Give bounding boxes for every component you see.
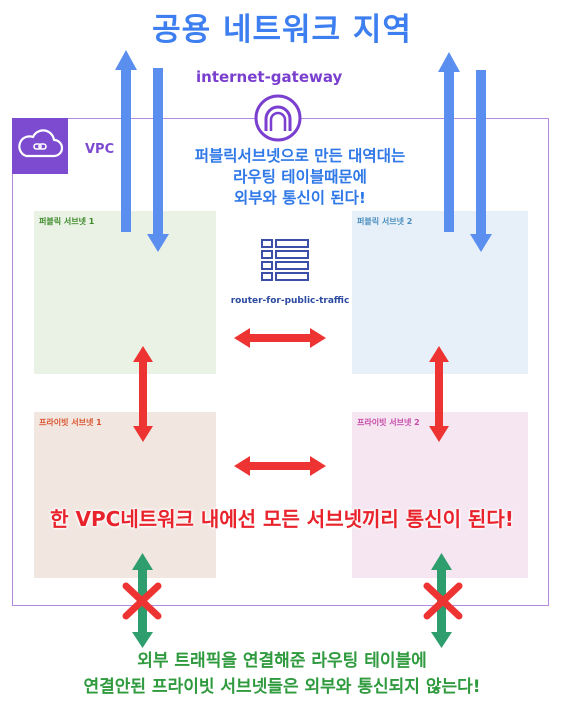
vpc-cloud-icon xyxy=(12,118,68,174)
internal-communication-note: 한 VPC네트워크 내에선 모든 서브넷끼리 통신이 된다! xyxy=(50,507,514,531)
router-label: router-for-public-traffic xyxy=(230,296,350,306)
public-note-line-1: 퍼블릭서브넷으로 만든 대역대는 xyxy=(194,147,406,165)
private-subnet-1: 프라이빗 서브넷 1 xyxy=(34,412,216,578)
internet-arrow-right-down xyxy=(470,70,492,252)
public-subnet-1-label: 퍼블릭 서브넷 1 xyxy=(39,217,95,226)
internal-arrow-bottom-horizontal xyxy=(234,456,326,476)
public-subnet-2: 퍼블릭 서브넷 2 xyxy=(352,211,528,374)
route-table-icon xyxy=(261,239,309,281)
blocked-mark-right xyxy=(423,582,463,620)
private-note-line-2: 연결안된 프라이빗 서브넷들은 외부와 통신되지 않는다! xyxy=(83,677,481,697)
internal-arrow-top-horizontal xyxy=(234,328,326,348)
internet-gateway-label: internet-gateway xyxy=(196,68,343,86)
public-note-line-2: 라우팅 테이블때문에 xyxy=(233,168,367,186)
private-subnet-2-label: 프라이빗 서브넷 2 xyxy=(357,418,420,427)
internal-arrow-left-vertical xyxy=(133,346,153,442)
private-subnet-1-label: 프라이빗 서브넷 1 xyxy=(39,418,102,427)
internal-arrow-right-vertical xyxy=(429,346,449,442)
public-subnet-2-label: 퍼블릭 서브넷 2 xyxy=(357,217,413,226)
public-subnet-1: 퍼블릭 서브넷 1 xyxy=(34,211,216,374)
vpc-label: VPC xyxy=(85,142,115,157)
blocked-mark-left xyxy=(122,582,162,620)
internet-arrow-right-up xyxy=(438,52,460,232)
internet-arrow-left-up xyxy=(115,50,137,232)
public-note-line-3: 외부와 통신이 된다! xyxy=(234,189,366,207)
private-subnet-note: 외부 트래픽을 연결해준 라우팅 테이블에 연결안된 프라이빗 서브넷들은 외부… xyxy=(0,648,564,700)
private-note-line-1: 외부 트래픽을 연결해준 라우팅 테이블에 xyxy=(137,651,427,671)
internet-gateway-icon xyxy=(254,94,302,142)
public-subnet-note: 퍼블릭서브넷으로 만든 대역대는 라우팅 테이블때문에 외부와 통신이 된다! xyxy=(150,146,450,209)
internet-arrow-left-down xyxy=(147,68,169,252)
page-title: 공용 네트워크 지역 xyxy=(152,12,412,48)
